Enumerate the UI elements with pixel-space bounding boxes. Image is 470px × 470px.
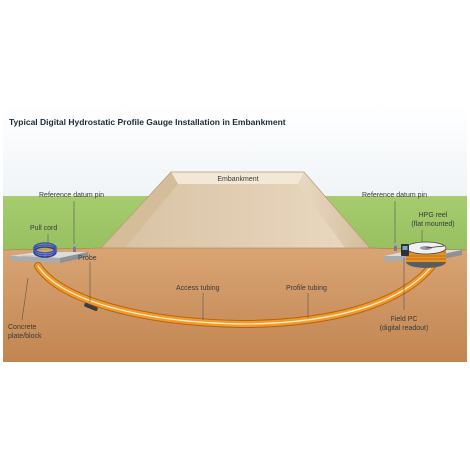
right-reference-datum-pin xyxy=(393,244,398,251)
field-pc-sublabel: (digital readout) xyxy=(380,325,429,332)
field-pc xyxy=(401,244,409,256)
embankment-label: Embankment xyxy=(217,176,258,183)
diagram-title: Typical Digital Hydrostatic Profile Gaug… xyxy=(9,117,286,127)
concrete-sublabel: plate/block xyxy=(8,333,42,340)
hpg-reel-sublabel: (flat mounted) xyxy=(411,221,454,228)
access-tubing-label: Access tubing xyxy=(176,285,220,292)
probe xyxy=(84,302,98,312)
pull-cord-label: Pull cord xyxy=(30,225,57,232)
soil-mass xyxy=(3,248,467,362)
embankment xyxy=(100,171,371,249)
profile-tubing xyxy=(34,262,436,329)
profile-tubing-label: Profile tubing xyxy=(286,285,327,292)
pull-cord-coil xyxy=(33,242,57,258)
concrete-label: Concrete xyxy=(8,324,37,331)
left-reference-datum-pin xyxy=(72,245,77,252)
hpg-reel xyxy=(405,241,447,268)
probe-label: Probe xyxy=(78,255,97,262)
hpg-reel-label: HPG reel xyxy=(419,212,448,219)
field-pc-label: Field PC xyxy=(391,316,418,323)
leader-lines xyxy=(21,201,423,321)
reference-datum-pin-right-label: Reference datum pin xyxy=(362,192,427,199)
reference-datum-pin-left-label: Reference datum pin xyxy=(39,192,104,199)
